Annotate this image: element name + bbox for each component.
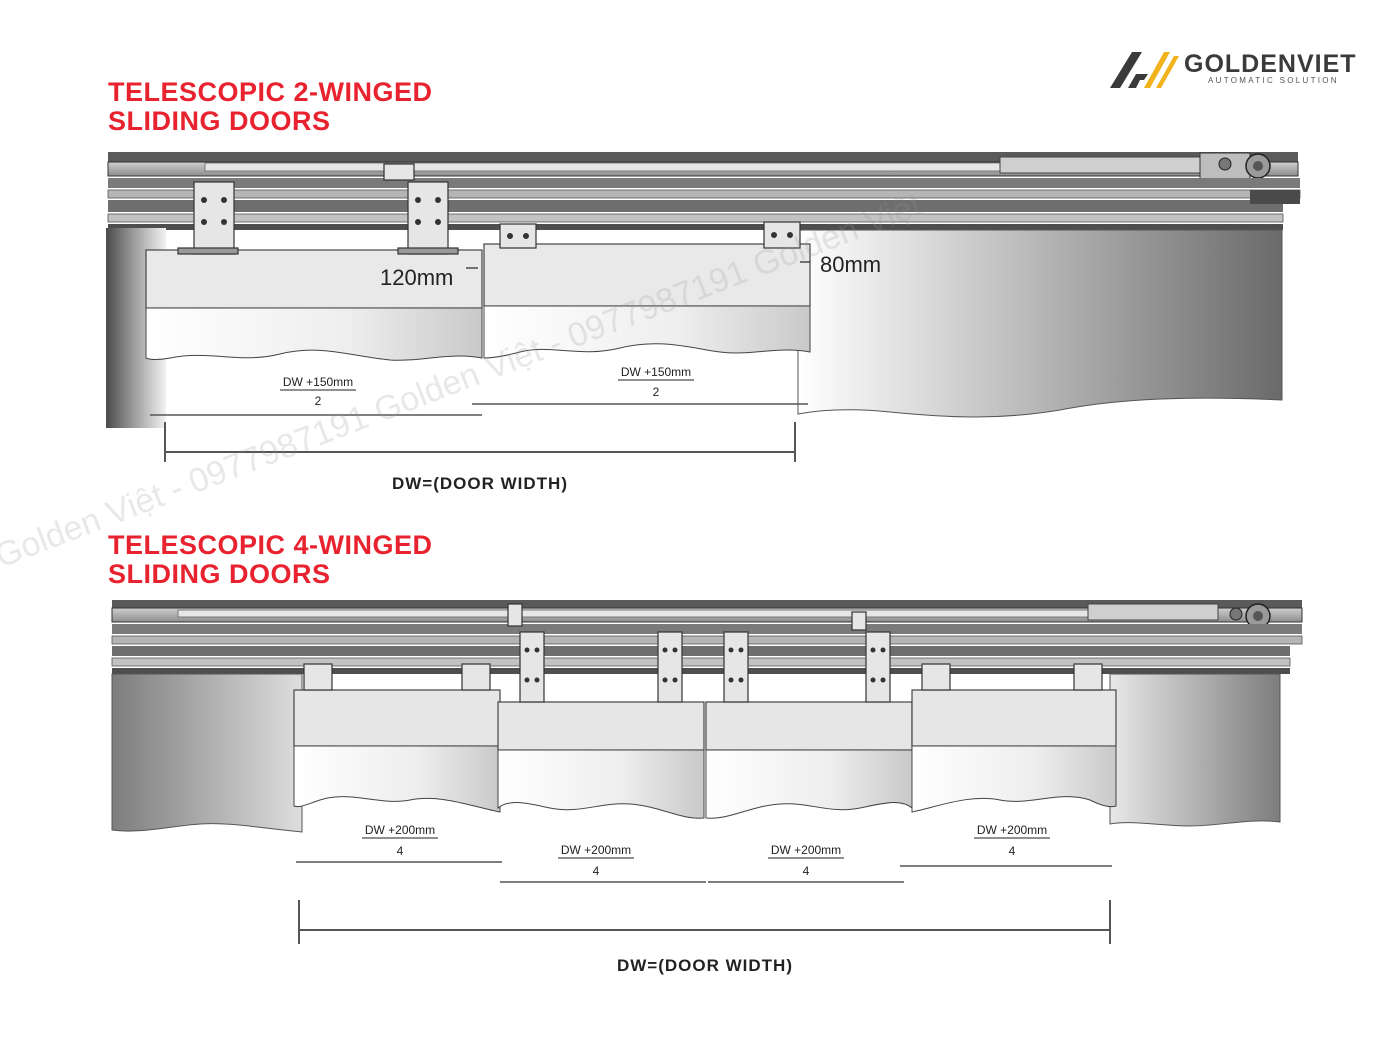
brand-name: GOLDENVIET: [1184, 50, 1357, 78]
door-leaf-4-4: [911, 689, 1117, 813]
leaf-dim-4-1-denominator: 4: [397, 844, 404, 858]
leaf-dim-1-numerator: DW +150mm: [283, 375, 353, 389]
section1-title-line1: TELESCOPIC 2-WINGED: [108, 77, 433, 107]
leaf-dimension-4-3: DW +200mm 4: [708, 843, 904, 883]
brand-logo: GOLDENVIET AUTOMATIC SOLUTION: [1108, 46, 1378, 96]
door-leaf-2: [483, 243, 811, 359]
leaf-dimension-4-2: DW +200mm 4: [500, 843, 706, 883]
door-width-caption-2: DW=(DOOR WIDTH): [617, 956, 793, 975]
leaf-dim-4-2-denominator: 4: [593, 864, 600, 878]
header-profile-top-4: [111, 600, 1303, 674]
gap-label-80mm: 80mm: [820, 252, 881, 277]
leaf-dim-4-4-denominator: 4: [1009, 844, 1016, 858]
right-fixed-panel-4: [1109, 673, 1281, 827]
leaf-dim-2-numerator: DW +150mm: [621, 365, 691, 379]
section2-title-line1: TELESCOPIC 4-WINGED: [108, 530, 433, 560]
right-fixed-panel: [797, 229, 1283, 418]
door-leaf-4-2: [497, 701, 705, 819]
section1-title-line2: SLIDING DOORS: [108, 106, 331, 136]
section1-title: TELESCOPIC 2-WINGED SLIDING DOORS: [108, 78, 433, 136]
leaf-dimension-2: DW +150mm 2: [472, 365, 808, 405]
carriages-4-winged: [303, 603, 1103, 703]
leaf-dim-1-denominator: 2: [315, 394, 322, 408]
diagram-2-winged: 120mm 80mm DW +150mm 2 DW +150mm 2 DW=(D…: [106, 152, 1301, 493]
leaf-dim-4-3-denominator: 4: [803, 864, 810, 878]
leaf-dim-4-4-numerator: DW +200mm: [977, 823, 1047, 837]
leaf-dim-4-3-numerator: DW +200mm: [771, 843, 841, 857]
leaf-dim-4-2-numerator: DW +200mm: [561, 843, 631, 857]
door-width-caption-1: DW=(DOOR WIDTH): [392, 474, 568, 493]
carriages-2-winged: [177, 163, 801, 255]
section2-title: TELESCOPIC 4-WINGED SLIDING DOORS: [108, 531, 433, 589]
leaf-dimension-4-4: DW +200mm 4: [900, 823, 1112, 867]
door-width-dimension-1: [164, 422, 796, 462]
left-fixed-panel-4: [111, 673, 303, 833]
section2-title-line2: SLIDING DOORS: [108, 559, 331, 589]
gap-label-120mm: 120mm: [380, 265, 453, 290]
door-leaf-4-3: [705, 701, 913, 819]
header-profile-top: [107, 152, 1301, 230]
door-width-dimension-2: [298, 900, 1111, 944]
door-leaf-1: [145, 249, 483, 361]
brand-tagline: AUTOMATIC SOLUTION: [1208, 76, 1339, 85]
diagram-4-winged: DW +200mm 4 DW +200mm 4 DW +200mm 4 DW +…: [111, 600, 1303, 975]
leaf-dimension-4-1: DW +200mm 4: [296, 823, 502, 863]
door-leaf-4-1: [293, 689, 501, 813]
leaf-dimension-1: DW +150mm 2: [150, 375, 482, 416]
logo-mark-icon: [1110, 52, 1179, 88]
leaf-dim-2-denominator: 2: [653, 385, 660, 399]
leaf-dim-4-1-numerator: DW +200mm: [365, 823, 435, 837]
